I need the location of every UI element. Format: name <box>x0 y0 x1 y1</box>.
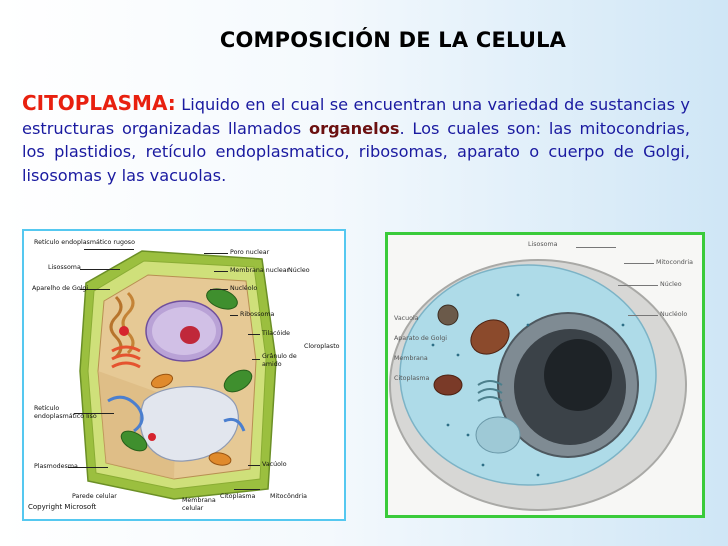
plant-cell-illustration <box>24 231 344 519</box>
label-citoplasma-right: Citoplasma <box>394 375 429 382</box>
label-mitocondria: Mitocôndria <box>270 493 307 500</box>
label-vacuola-right: Vacuola <box>394 315 419 322</box>
label-golgi: Aparelho de Golgi <box>32 285 88 292</box>
label-lisosoma: Lisossoma <box>48 264 81 271</box>
label-nucleolo-right: Nucléolo <box>660 311 687 318</box>
label-nucleo-right: Núcleo <box>660 281 682 288</box>
label-nucleolo: Nucléolo <box>230 285 257 292</box>
label-parede-celular: Parede celular <box>72 493 117 500</box>
label-plasmodesma: Plasmodesma <box>34 463 78 470</box>
label-membrana-celular: Membrana celular <box>182 497 216 513</box>
label-membrana-right: Membrana <box>394 355 428 362</box>
highlight-organelos: organelos <box>309 119 399 138</box>
label-rer: Retículo endoplasmático rugoso <box>34 239 135 246</box>
term-citoplasma: CITOPLASMA: <box>22 91 176 115</box>
label-membrana-nuclear: Membrana nuclear <box>230 267 289 274</box>
label-golgi-right: Aparato de Golgi <box>394 335 447 342</box>
label-cloroplasto: Cloroplasto <box>304 343 340 350</box>
animal-cell-illustration <box>388 235 702 515</box>
label-nucleo: Núcleo <box>288 267 310 274</box>
animal-cell-diagram: Lisosoma Mitocondria Núcleo Nucléolo Vac… <box>385 232 705 518</box>
body-paragraph: CITOPLASMA: Liquido en el cual se encuen… <box>22 92 690 187</box>
plant-cell-diagram: Retículo endoplasmático rugoso Lisossoma… <box>22 229 346 521</box>
label-mitocondria-right: Mitocondria <box>656 259 693 266</box>
label-granulo-amido: Grânulo de amido <box>262 353 298 369</box>
slide-title: COMPOSICIÓN DE LA CELULA <box>0 28 728 52</box>
copyright-note: Copyright Microsoft <box>28 503 96 511</box>
label-rel: Retículo endoplasmático liso <box>34 405 104 421</box>
label-poro-nuclear: Poro nuclear <box>230 249 269 256</box>
label-citoplasma: Citoplasma <box>220 493 255 500</box>
label-vacuolo: Vacúolo <box>262 461 287 468</box>
label-ribosoma: Ribossoma <box>240 311 274 318</box>
label-lisosoma-right: Lisosoma <box>528 241 558 248</box>
label-tilacoide: Tilacóide <box>262 330 290 337</box>
